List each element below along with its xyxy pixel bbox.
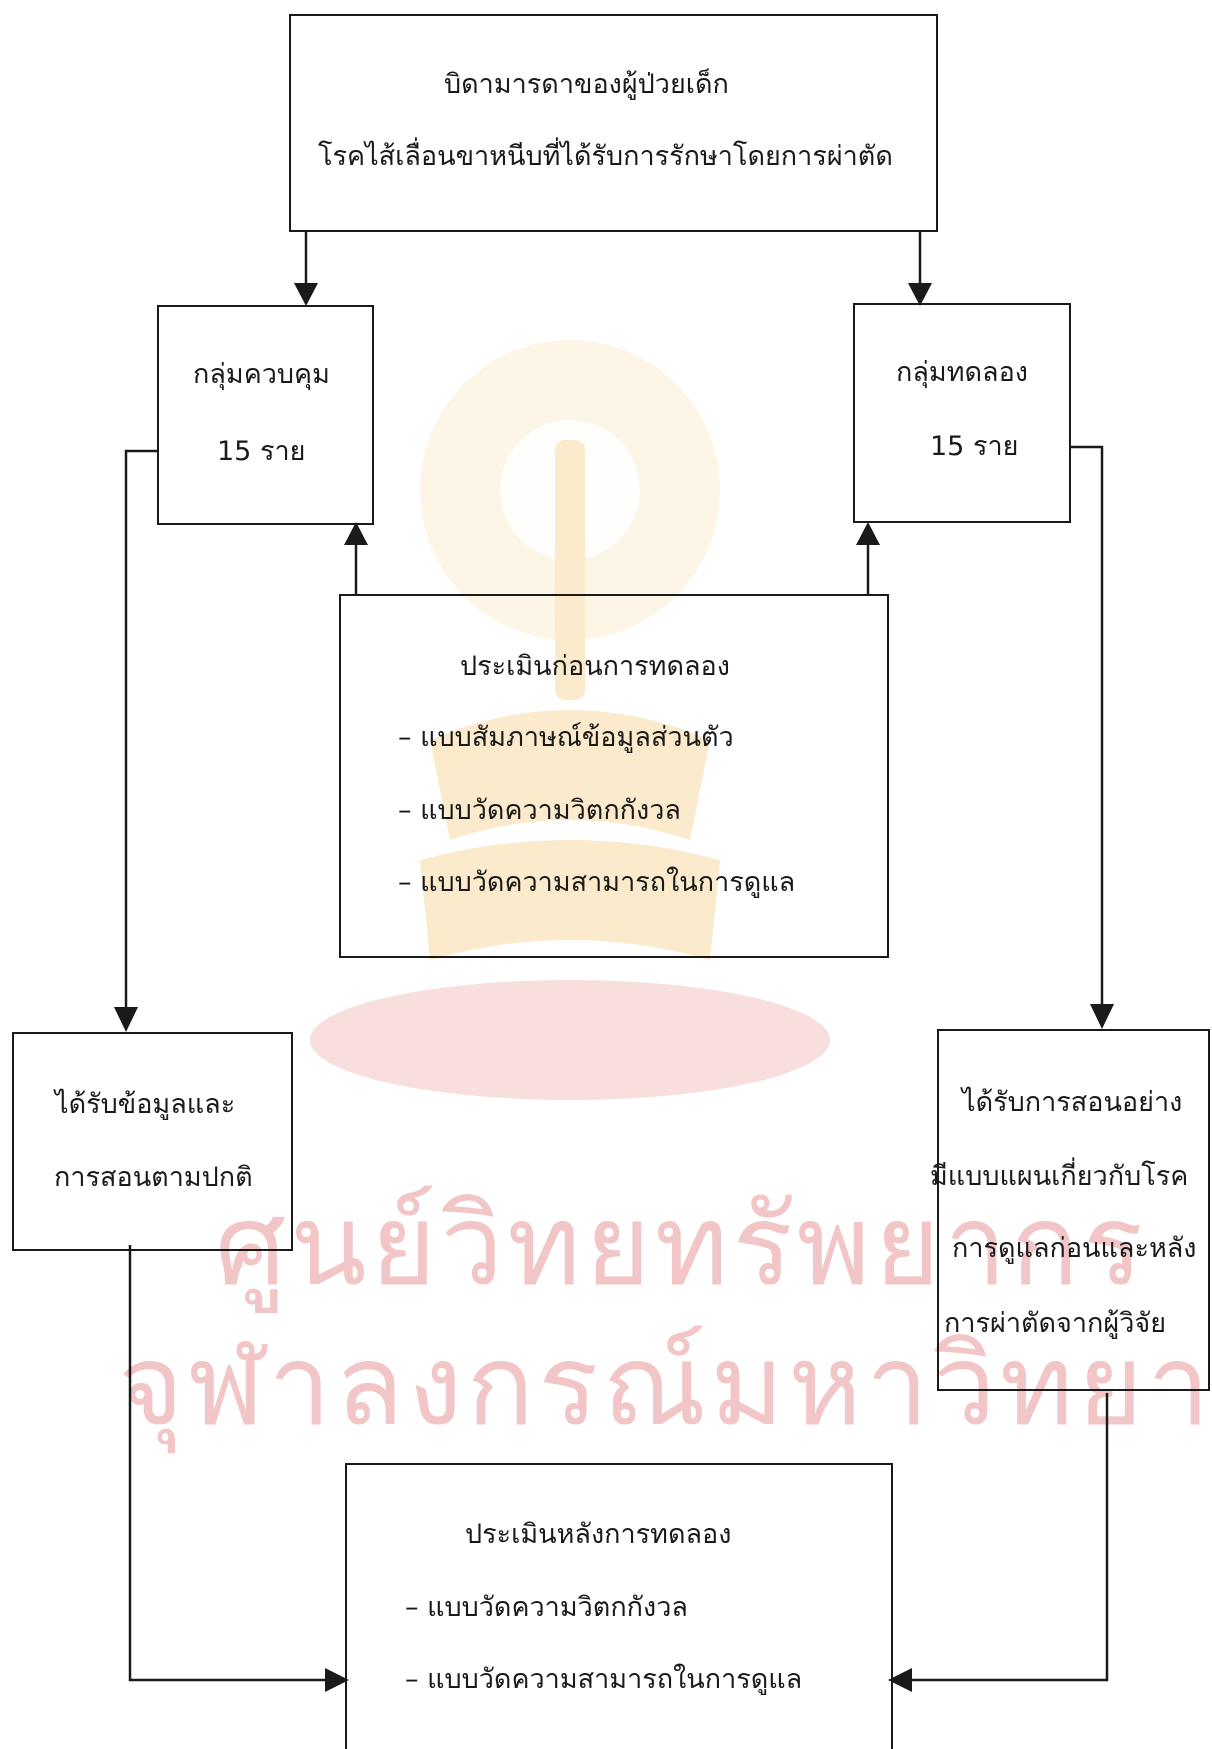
experimental-group-count: 15 ราย — [930, 431, 1019, 462]
arrowhead-experimental-up — [856, 522, 880, 545]
pre-test-box — [339, 594, 889, 958]
arrowhead-experimental-down — [908, 283, 932, 306]
connector-control-treatment-to-posttest — [128, 1245, 335, 1682]
experimental-treatment-line-3: การดูแลก่อนและหลัง — [952, 1233, 1197, 1264]
experimental-treatment-box — [937, 1029, 1210, 1391]
control-treatment-line-1: ได้รับข้อมูลและ — [55, 1089, 236, 1120]
control-group-box — [157, 305, 374, 525]
experimental-treatment-line-4: การผ่าตัดจากผู้วิจัย — [944, 1308, 1167, 1339]
pre-test-title: ประเมินก่อนการทดลอง — [460, 651, 730, 682]
experimental-treatment-line-2: มีแบบแผนเกี่ยวกับโรค — [930, 1161, 1189, 1192]
post-test-title: ประเมินหลังการทดลอง — [465, 1519, 732, 1550]
experimental-treatment-line-1: ได้รับการสอนอย่าง — [962, 1087, 1183, 1118]
arrowhead-control-up — [344, 522, 368, 545]
arrowhead-control-down — [294, 283, 318, 306]
arrowhead-control-treatment-down — [114, 1007, 138, 1032]
pre-test-item: – แบบวัดความวิตกกังวล — [398, 795, 681, 826]
post-test-item: – แบบวัดความสามารถในการดูแล — [405, 1664, 803, 1695]
connector-control-to-treatment — [124, 449, 157, 1012]
arrowhead-posttest-right-in — [888, 1668, 912, 1692]
arrowhead-experimental-treatment-down — [1090, 1004, 1114, 1029]
control-group-title: กลุ่มควบคุม — [193, 359, 330, 390]
population-line-2: โรคไส้เลื่อนขาหนีบที่ได้รับการรักษาโดยกา… — [318, 141, 893, 172]
pre-test-item: – แบบวัดความสามารถในการดูแล — [398, 867, 796, 898]
connector-experimental-to-treatment — [1070, 445, 1104, 1012]
control-treatment-line-2: การสอนตามปกติ — [54, 1162, 253, 1193]
post-test-item: – แบบวัดความวิตกกังวล — [405, 1592, 688, 1623]
experimental-group-title: กลุ่มทดลอง — [896, 357, 1028, 388]
control-treatment-box — [12, 1032, 293, 1251]
post-test-box — [345, 1463, 893, 1749]
control-group-count: 15 ราย — [217, 436, 306, 467]
arrowhead-posttest-left-in — [325, 1668, 349, 1692]
population-line-1: บิดามารดาของผู้ป่วยเด็ก — [444, 69, 729, 100]
experimental-group-box — [853, 303, 1071, 523]
pre-test-item: – แบบสัมภาษณ์ข้อมูลส่วนตัว — [398, 722, 734, 753]
population-box — [289, 14, 938, 232]
connector-experimental-treatment-to-posttest — [902, 1393, 1109, 1682]
